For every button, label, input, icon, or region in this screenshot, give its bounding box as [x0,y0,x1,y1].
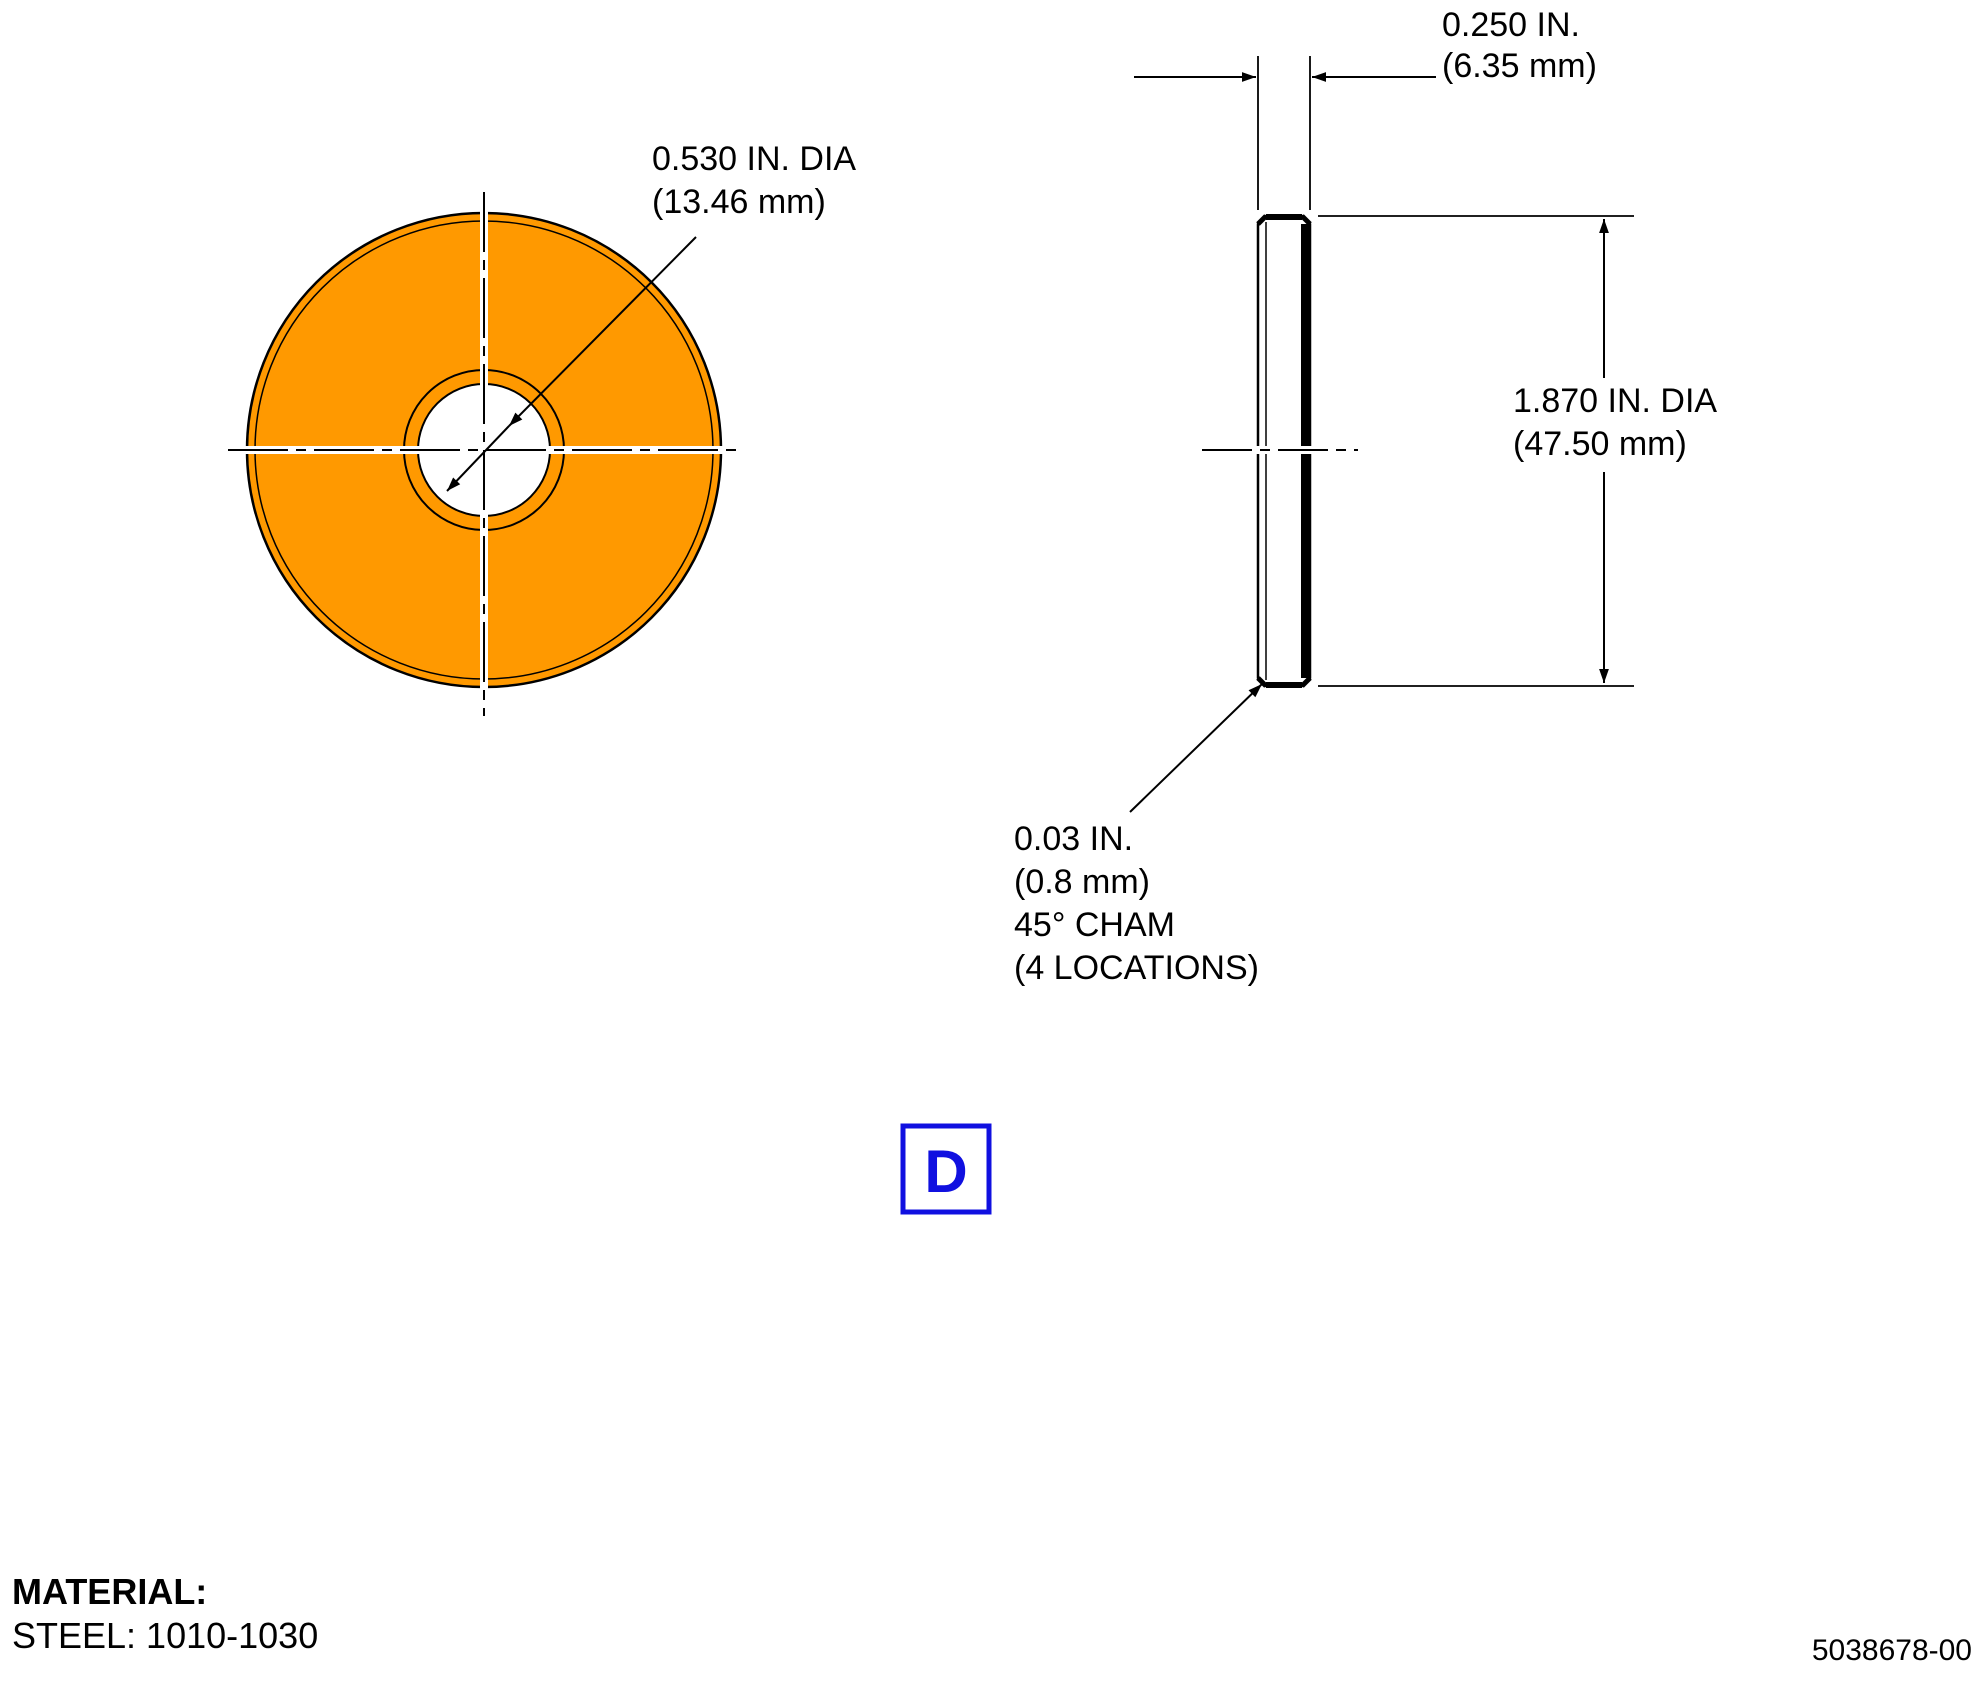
inner-dia-inch-label: 0.530 IN. DIA [652,140,856,178]
chamfer-label-line2: (0.8 mm) [1014,863,1150,901]
chamfer-label-line3: 45° CHAM [1014,906,1175,944]
material-value: STEEL: 1010-1030 [12,1615,318,1656]
view-badge-letter: D [924,1138,967,1205]
inner-dia-leader [508,236,697,427]
center-lines [228,192,739,716]
part-number: 5038678-00 [1812,1634,1972,1667]
side-view: 0.250 IN. (6.35 mm) 1.870 IN. DIA (47.50… [1014,6,1717,987]
material-note: MATERIAL: STEEL: 1010-1030 [12,1571,318,1656]
chamfer-leader [1129,683,1263,813]
view-badge-box [900,1123,992,1215]
front-view: 0.530 IN. DIA (13.46 mm) [228,140,856,716]
material-title: MATERIAL: [12,1571,207,1612]
view-badge: D [900,1123,992,1215]
inner-dia-dimension-line [446,425,510,492]
chamfer-label-line4: (4 LOCATIONS) [1014,949,1259,987]
chamfer-label-line1: 0.03 IN. [1014,820,1133,858]
outer-dia-inch-label: 1.870 IN. DIA [1513,382,1717,420]
thickness-inch-label: 0.250 IN. [1442,6,1580,44]
thickness-mm-label: (6.35 mm) [1442,47,1597,85]
inner-dia-mm-label: (13.46 mm) [652,183,826,221]
outer-dia-mm-label: (47.50 mm) [1513,425,1687,463]
